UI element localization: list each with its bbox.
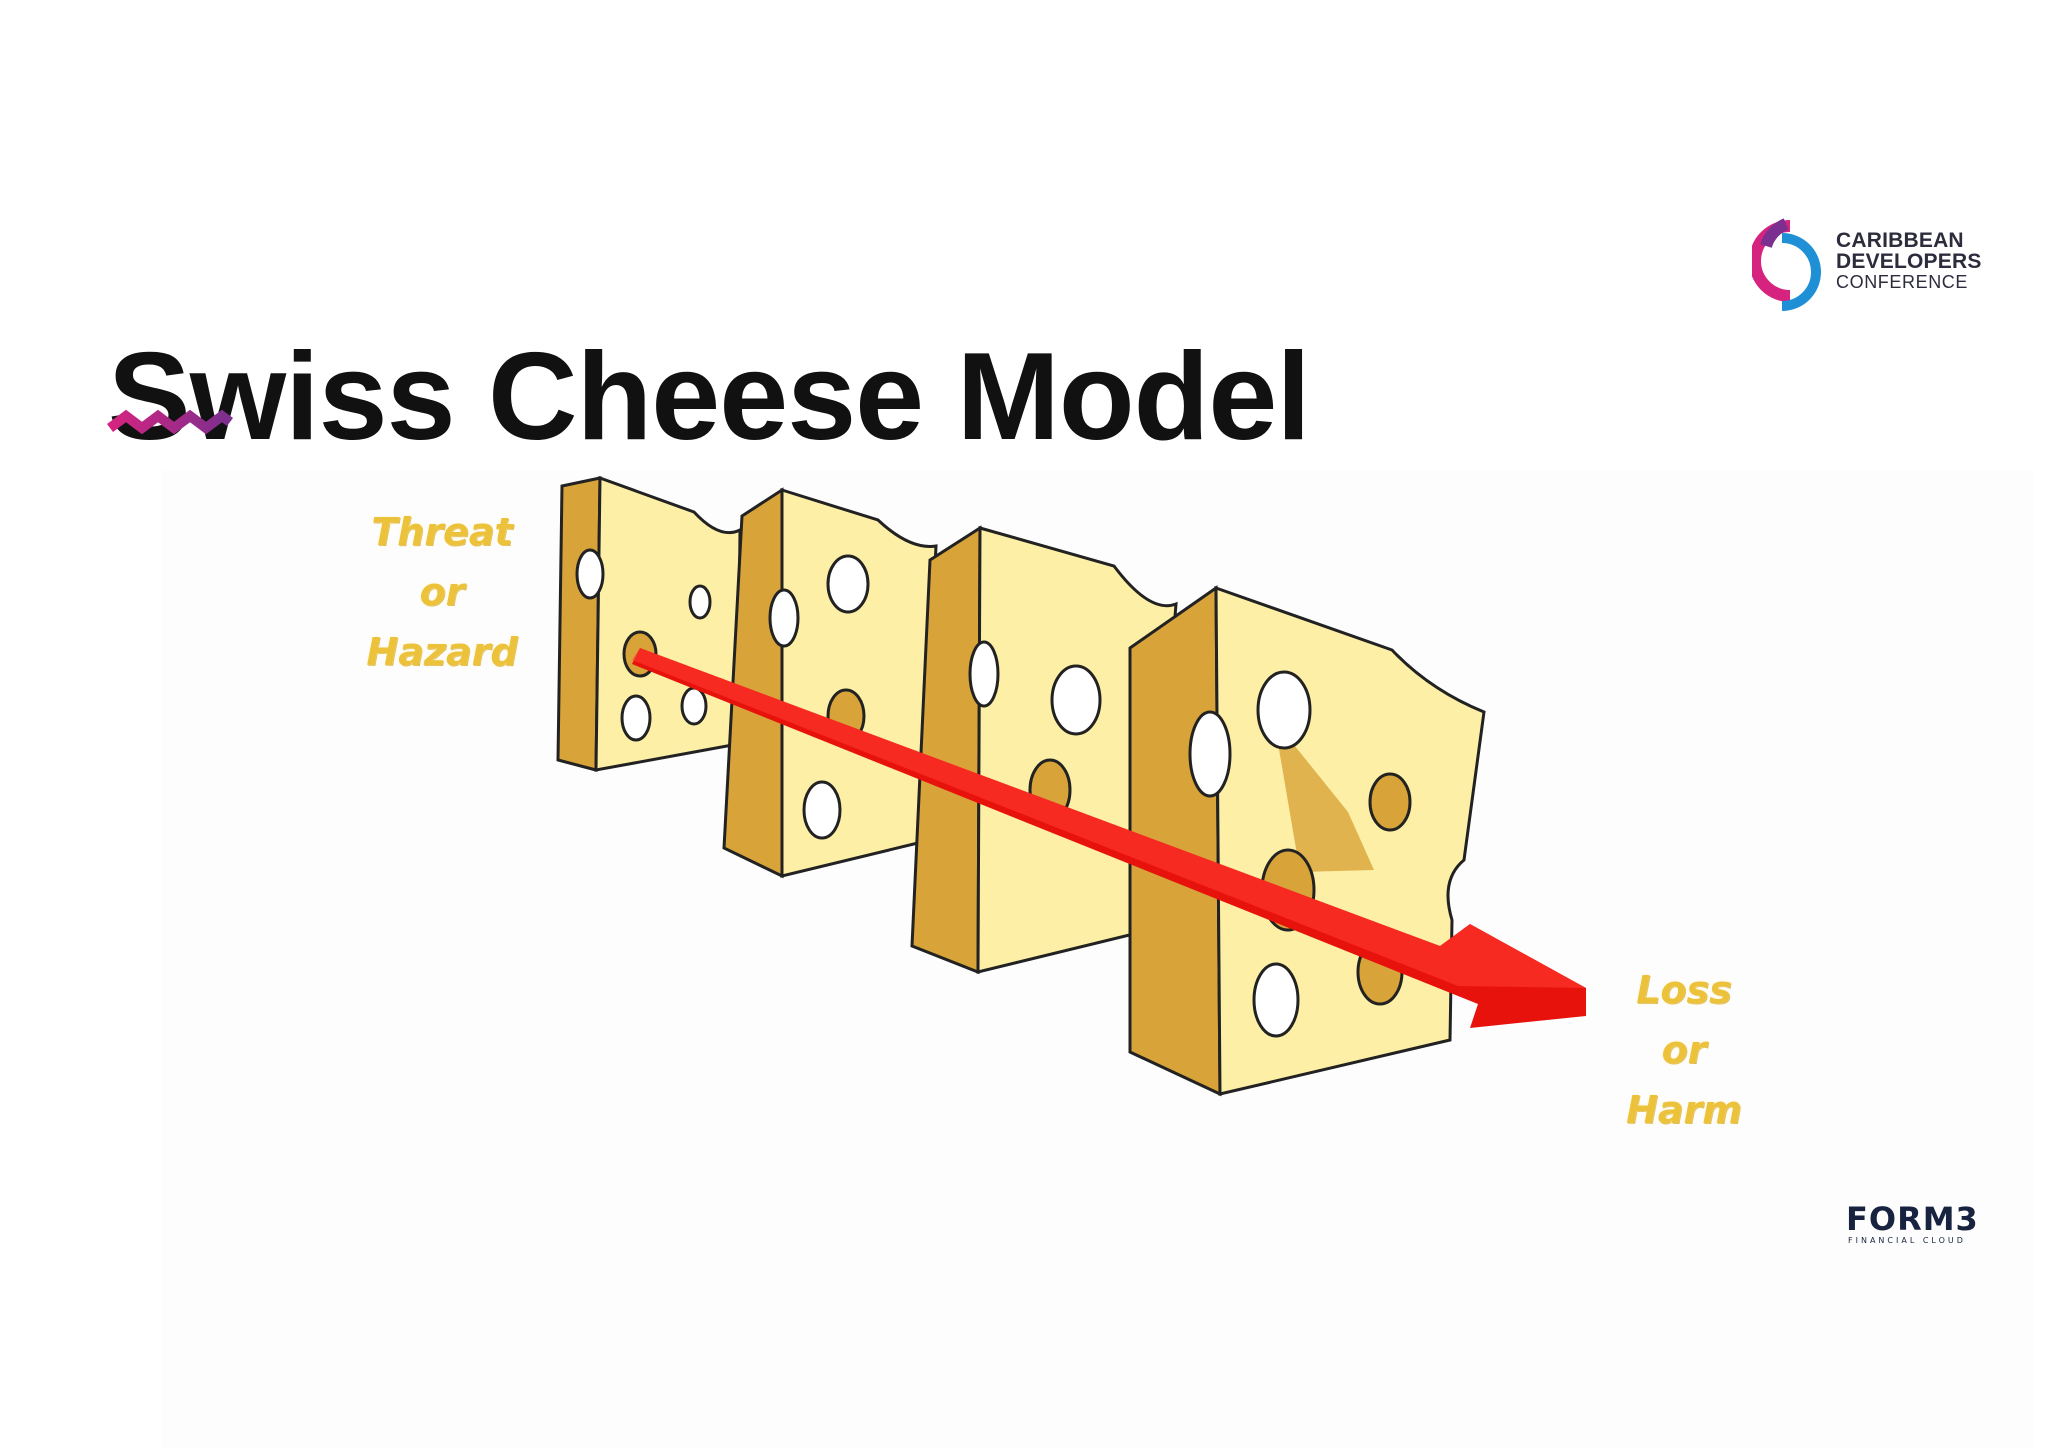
sponsor-wordmark: FORM3 [1846, 1200, 1979, 1238]
conference-logo: CARIBBEAN DEVELOPERS CONFERENCE [1752, 214, 1992, 314]
conference-logo-line2: DEVELOPERS [1836, 250, 1982, 273]
threat-label-line2: or [419, 570, 465, 614]
conference-logo-text: CARIBBEAN DEVELOPERS CONFERENCE [1836, 230, 1982, 292]
sponsor-tagline: FINANCIAL CLOUD [1848, 1236, 1966, 1245]
conference-logo-line1: CARIBBEAN [1836, 229, 1964, 252]
cheese-slice-1 [556, 475, 742, 772]
conference-logo-mark-icon [1752, 218, 1821, 311]
loss-or-harm-label: Loss or Harm [1584, 960, 1784, 1140]
threat-label-line1: Threat [371, 510, 513, 554]
slide-title: Swiss Cheese Model [108, 328, 1311, 467]
threat-or-hazard-label: Threat or Hazard [342, 502, 542, 682]
threat-label-line3: Hazard [366, 630, 518, 674]
loss-label-line3: Harm [1626, 1088, 1742, 1132]
conference-logo-line3: CONFERENCE [1836, 272, 1969, 292]
loss-label-line1: Loss [1636, 968, 1732, 1012]
cheese-slice-4 [1128, 585, 1486, 1097]
loss-label-line2: or [1661, 1028, 1707, 1072]
sponsor-logo: FORM3 FINANCIAL CLOUD [1846, 1202, 1986, 1252]
cheese-slice-2 [722, 487, 938, 879]
swiss-cheese-diagram [556, 475, 1586, 1097]
zigzag-accent-icon [107, 409, 233, 435]
diagram-panel [162, 470, 2034, 1448]
threat-arrow-icon [632, 648, 1586, 1028]
